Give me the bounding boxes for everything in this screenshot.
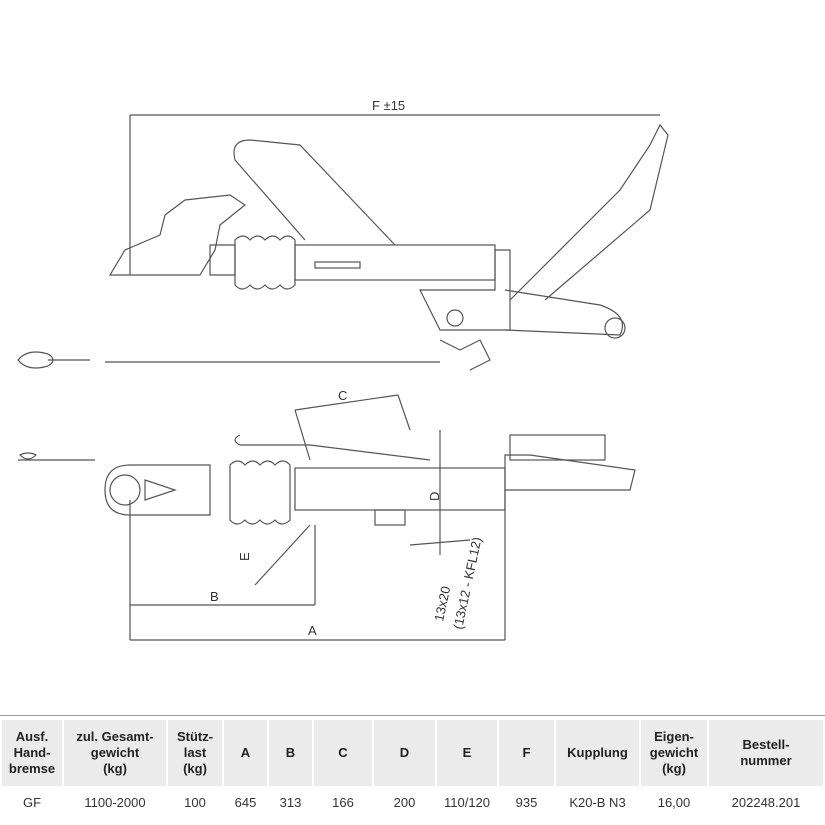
coupling-head-top [104,464,211,516]
column-header: Kupplung [556,720,639,786]
table-cell: 645 [234,794,257,810]
table-row: GF 1100-2000 100 645 313 166 200 110/120 935 K20-… [2,788,823,816]
column-header-line: Ausf. [15,729,49,744]
label-b: B [210,589,219,604]
label-bolt: 13x20 [431,585,453,623]
column-header-line: (kg) [662,761,686,776]
bellows-top [229,460,291,525]
column-header-line: D [399,745,410,760]
column-header: F [499,720,554,786]
brake-damper [509,434,606,461]
table-cell: 100 [184,794,206,810]
column-header-line: Stütz- [176,729,214,744]
column-header-line: C [338,745,348,760]
label-a: A [308,623,317,638]
column-header-line: bremse [8,761,56,776]
column-header-line: (kg) [183,761,207,776]
column-header-line: last [183,745,207,760]
table-cell: K20-B N3 [569,794,626,810]
column-header: Ausf.Hand-bremse [2,720,62,786]
column-header: Eigen-gewicht(kg) [641,720,707,786]
label-d: D [427,492,442,501]
column-header: A [224,720,267,786]
label-c: C [338,388,347,403]
bellows-side [234,235,296,290]
dimension-e [254,524,311,586]
dimension-c [294,394,399,411]
column-header-line: nummer [740,753,792,768]
column-header-line: B [285,745,296,760]
column-header: B [269,720,312,786]
table-cell: GF [22,794,42,810]
cable-eye [17,351,54,369]
column-header-line: A [240,745,251,760]
table-cell: 16,00 [657,794,691,810]
technical-drawing: F ±15 C D E B A 13x20 (13x12 - KFL12) [17,98,669,641]
column-header: D [374,720,435,786]
column-header: Bestell-nummer [709,720,823,786]
table-cell: 200 [393,794,416,810]
column-header: E [437,720,497,786]
column-header: C [314,720,372,786]
column-header-line: Bestell- [742,737,790,752]
column-header-line: gewicht [90,745,140,760]
column-header-line: Hand- [13,745,51,760]
column-header-line: E [462,745,472,760]
table-cell: 313 [279,794,302,810]
table-cell: 935 [515,794,538,810]
table-cell: 1100-2000 [84,794,146,810]
table-cell: 110/120 [443,794,491,810]
drawbar-top [294,467,506,511]
column-header-line: (kg) [103,761,127,776]
column-header: zul. Gesamt-gewicht(kg) [64,720,166,786]
label-e: E [237,552,252,561]
column-header-line: gewicht [649,745,699,760]
label-bolt-alt: (13x12 - KFL12) [450,536,484,631]
column-header: Stütz-last(kg) [168,720,222,786]
table-top-border [0,715,825,716]
column-header-line: F [522,745,531,760]
column-header-line: Eigen- [654,729,694,744]
table-cell: 166 [332,794,354,810]
column-header-line: zul. Gesamt- [76,729,154,744]
label-f: F ±15 [372,98,405,113]
column-header-line: Kupplung [567,745,628,760]
table-cell: 202248.201 [731,794,801,810]
handbrake-lever-side [233,139,396,246]
handbrake-lever-raised [509,123,669,301]
